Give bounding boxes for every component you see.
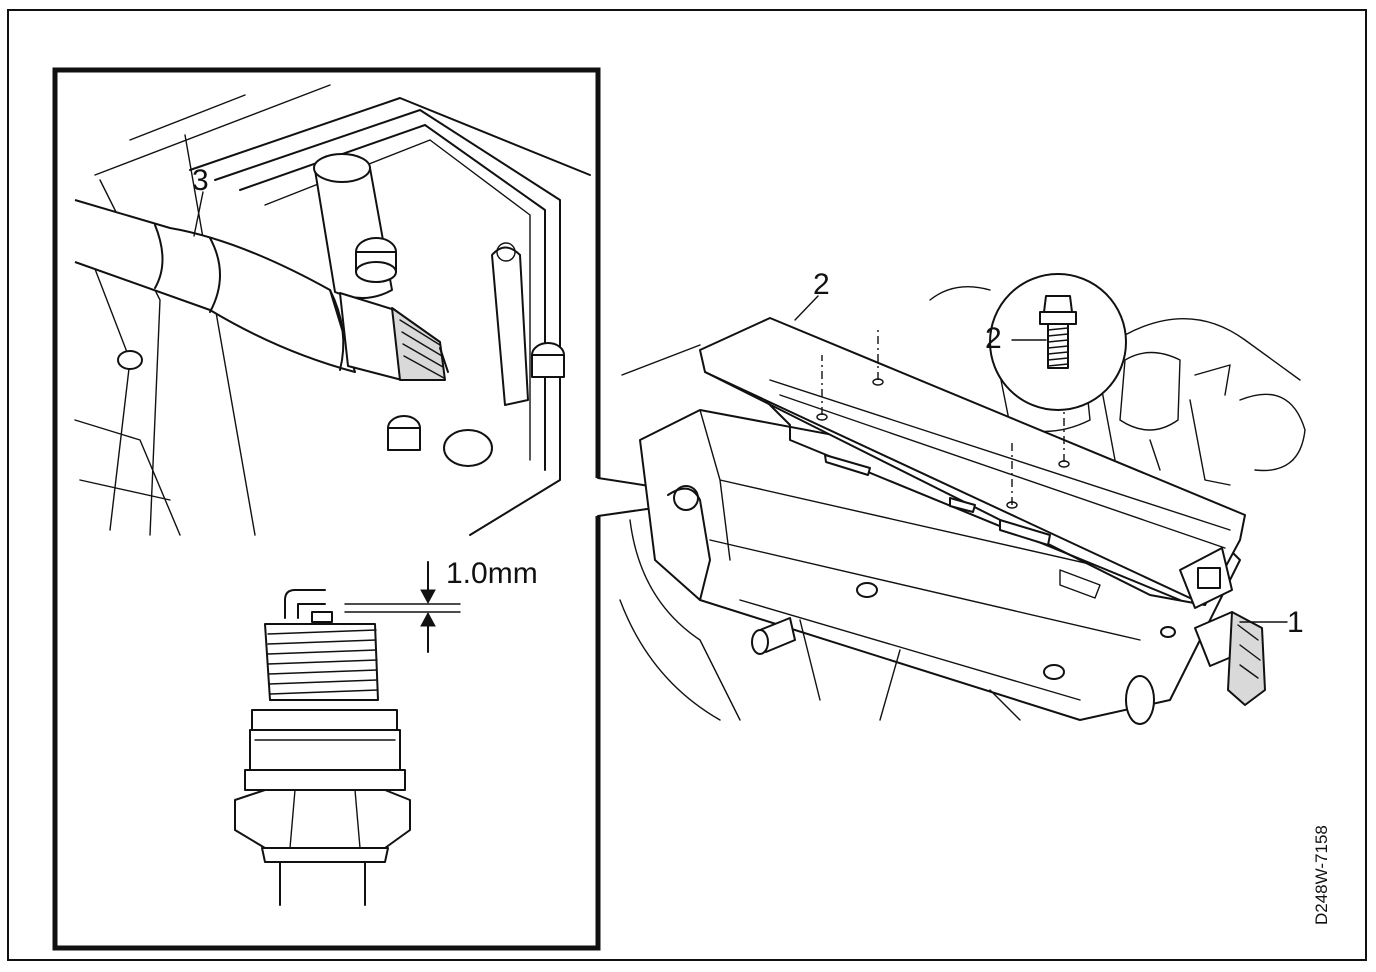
gap-measurement-label: 1.0mm <box>446 557 538 590</box>
inset-frame <box>52 67 601 951</box>
harness-connector <box>1194 611 1266 706</box>
callout-2-bolt-label: 2 <box>985 322 1002 355</box>
callout-2-cover-label: 2 <box>813 268 830 301</box>
figure-code-label: D248W-7158 <box>1312 825 1331 925</box>
ignition-coil-cover <box>699 317 1246 606</box>
coil-connector <box>1179 547 1233 609</box>
callout-1-label: 1 <box>1287 606 1304 639</box>
ignition-coil-plug <box>74 199 449 381</box>
callout-3-label: 3 <box>192 164 209 197</box>
engine-bay-detail <box>74 84 591 536</box>
engine-main-view: 1 2 2 <box>619 268 1306 725</box>
inset-panel: 1.0mm 3 <box>52 67 601 951</box>
spark-plug <box>234 589 411 906</box>
outer-frame <box>7 9 1367 961</box>
bolt-detail <box>989 273 1127 411</box>
gap-dimension: 1.0mm <box>344 557 538 653</box>
